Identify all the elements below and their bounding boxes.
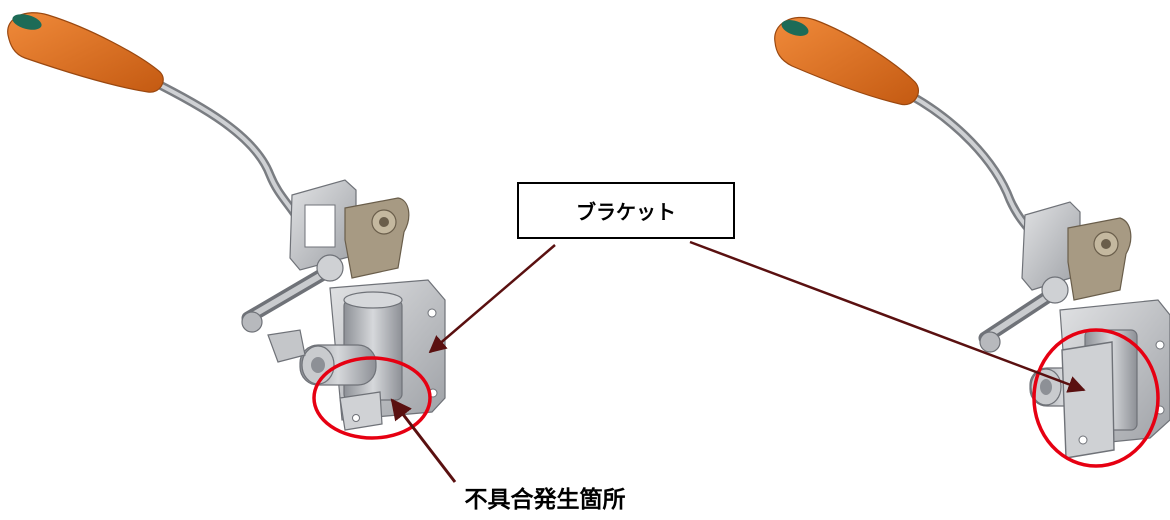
- lever-assembly-right: [774, 16, 1170, 468]
- ball-joint-rod: [978, 276, 1069, 353]
- defect-location-label: 不具合発生箇所: [464, 487, 626, 513]
- bracket-tab-defective: [339, 391, 383, 431]
- bracket-label: ブラケット: [576, 200, 676, 224]
- ball-joint-rod: [241, 254, 344, 333]
- bracket-new: [1061, 341, 1115, 459]
- arrow-bracket-to-left: [428, 244, 556, 354]
- callout-arrows: [390, 240, 1086, 483]
- lever-rod: [145, 75, 305, 227]
- lever-knob: [774, 16, 920, 106]
- defect-highlight-circle: [312, 356, 432, 440]
- arrow-defect-to-left: [390, 398, 457, 483]
- bronze-joint: [1067, 217, 1132, 301]
- lever-knob: [7, 12, 164, 93]
- bronze-joint: [344, 197, 410, 279]
- bracket-highlight-circle: [1032, 328, 1160, 468]
- bracket-callout-box: ブラケット: [517, 182, 735, 239]
- arrow-bracket-to-right: [689, 240, 1086, 393]
- lever-assembly-left: [7, 12, 446, 440]
